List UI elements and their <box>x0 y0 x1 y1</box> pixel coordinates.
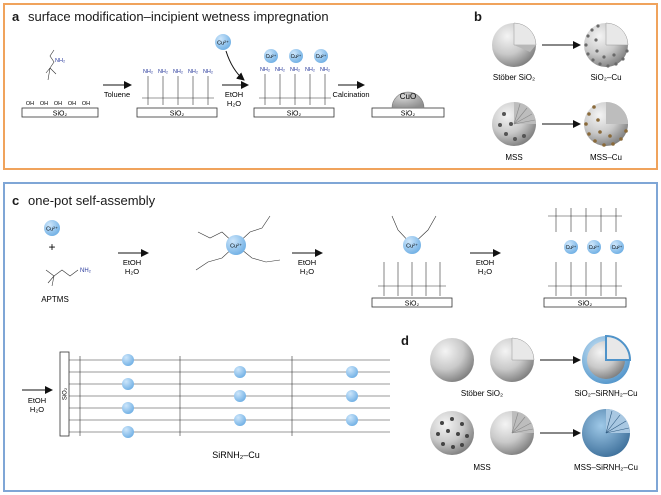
sio2-cu-sphere <box>584 22 629 68</box>
mss-label-d: MSS <box>473 463 490 472</box>
substrate-cu-loaded: SiO₂ NH₂ NH₂ NH₂ NH₂ NH₂ Cu²⁺ Cu²⁺ Cu²⁺ <box>253 49 335 118</box>
svg-text:Cu²⁺: Cu²⁺ <box>566 245 577 251</box>
stober-sphere-b <box>492 22 537 67</box>
svg-text:SiO₂: SiO₂ <box>405 301 420 308</box>
svg-text:EtOH: EtOH <box>476 258 494 267</box>
substrate-oh: SiO₂ OH OH OH OH OH <box>21 101 99 118</box>
mss-sphere-b <box>492 102 536 146</box>
panel-a-label: a <box>12 9 20 24</box>
mss-cu-label: MSS–Cu <box>590 153 622 162</box>
svg-text:Cu²⁺: Cu²⁺ <box>316 54 327 60</box>
aptms-label: APTMS <box>41 295 69 304</box>
aptms-molecule-c <box>45 269 79 287</box>
svg-text:SiO₂: SiO₂ <box>170 111 185 118</box>
sirnh2-cu-layered: SiO₂ <box>59 351 390 438</box>
svg-text:Cu²⁺: Cu²⁺ <box>217 40 229 47</box>
panel-ab <box>3 3 658 170</box>
panel-cd <box>3 182 658 492</box>
panel-b-label: b <box>474 9 482 24</box>
mss-sphere-d <box>430 411 474 455</box>
svg-text:SiO₂: SiO₂ <box>578 301 593 308</box>
panel-c-label: c <box>12 193 20 208</box>
svg-text:NH₂: NH₂ <box>143 69 153 75</box>
complex-on-substrate: SiO₂ Cu²⁺ <box>371 215 453 308</box>
panel-c-title: one-pot self-assembly <box>28 193 156 208</box>
svg-text:OH: OH <box>68 101 76 107</box>
svg-text:EtOH: EtOH <box>225 90 243 99</box>
cu-ion-c <box>44 220 60 236</box>
svg-text:OH: OH <box>82 101 90 107</box>
sio2-sirnh2-cu-label: SiO₂–SiRNH₂–Cu <box>574 389 637 398</box>
svg-text:SiO₂: SiO₂ <box>287 111 302 118</box>
svg-text:Cu²⁺: Cu²⁺ <box>589 245 600 251</box>
substrate-functionalized: SiO₂ NH₂ NH₂ NH₂ NH₂ NH₂ <box>136 69 218 118</box>
svg-text:NH₂: NH₂ <box>158 69 168 75</box>
svg-text:NH₂: NH₂ <box>290 67 300 73</box>
svg-text:NH₂: NH₂ <box>275 67 285 73</box>
svg-text:H₂O: H₂O <box>478 267 492 276</box>
svg-text:CuO: CuO <box>400 92 416 101</box>
arrow-cu-curve <box>225 50 245 81</box>
svg-text:Cu²⁺: Cu²⁺ <box>46 226 58 233</box>
mss-sphere-d-cut <box>490 411 534 455</box>
mss-sirnh2-cu-label: MSS–SiRNH₂–Cu <box>574 463 638 472</box>
sio2-cu-label: SiO₂–Cu <box>590 73 621 82</box>
svg-text:Cu²⁺: Cu²⁺ <box>406 243 418 250</box>
sio2-label: SiO₂ <box>53 111 68 118</box>
svg-text:EtOH: EtOH <box>298 258 316 267</box>
svg-text:H₂O: H₂O <box>227 99 241 108</box>
aptms-molecule <box>45 49 57 81</box>
svg-text:Calcination: Calcination <box>332 90 369 99</box>
svg-text:Cu²⁺: Cu²⁺ <box>612 245 623 251</box>
svg-text:OH: OH <box>26 101 34 107</box>
svg-text:EtOH: EtOH <box>28 396 46 405</box>
svg-text:OH: OH <box>54 101 62 107</box>
cu-ion <box>215 34 231 50</box>
svg-text:NH₂: NH₂ <box>188 69 198 75</box>
svg-text:H₂O: H₂O <box>125 267 139 276</box>
svg-text:SiO₂: SiO₂ <box>401 111 416 118</box>
layered-product-substrate: SiO₂ Cu²⁺ Cu²⁺ Cu²⁺ <box>543 208 627 308</box>
svg-text:EtOH: EtOH <box>123 258 141 267</box>
stober-sphere-d <box>430 338 474 382</box>
sio2-sirnh2-cu-sphere <box>582 334 632 384</box>
svg-text:Cu²⁺: Cu²⁺ <box>291 54 302 60</box>
aptms-nh2: NH₂ <box>55 58 65 64</box>
svg-text:H₂O: H₂O <box>300 267 314 276</box>
svg-text:Cu²⁺: Cu²⁺ <box>266 54 277 60</box>
mss-label-b: MSS <box>505 153 522 162</box>
svg-text:Cu²⁺: Cu²⁺ <box>230 243 242 250</box>
svg-text:NH₂: NH₂ <box>320 67 330 73</box>
cuo-particle: SiO₂ CuO <box>371 91 445 118</box>
cu-aptms-complex: Cu²⁺ <box>195 215 281 271</box>
svg-text:OH: OH <box>40 101 48 107</box>
sirnh2-cu-label: SiRNH₂–Cu <box>212 450 260 460</box>
svg-text:SiO₂: SiO₂ <box>63 387 69 400</box>
svg-text:H₂O: H₂O <box>30 405 44 414</box>
panel-d-label: d <box>401 333 409 348</box>
svg-text:NH₂: NH₂ <box>203 69 213 75</box>
svg-text:NH₂: NH₂ <box>173 69 183 75</box>
svg-text:NH₂: NH₂ <box>305 67 315 73</box>
svg-text:NH₂: NH₂ <box>260 67 270 73</box>
toluene-label: Toluene <box>104 90 130 99</box>
stober-label-b: Stöber SiO₂ <box>493 73 535 82</box>
svg-text:NH₂: NH₂ <box>80 268 92 274</box>
stober-label-d: Stöber SiO₂ <box>461 389 503 398</box>
mss-sirnh2-cu-sphere <box>582 409 630 457</box>
panel-a-title: surface modification–incipient wetness i… <box>28 9 329 24</box>
mss-cu-sphere <box>584 102 628 147</box>
stober-sphere-d-cut <box>490 337 535 382</box>
plus-sign: + <box>48 240 55 254</box>
